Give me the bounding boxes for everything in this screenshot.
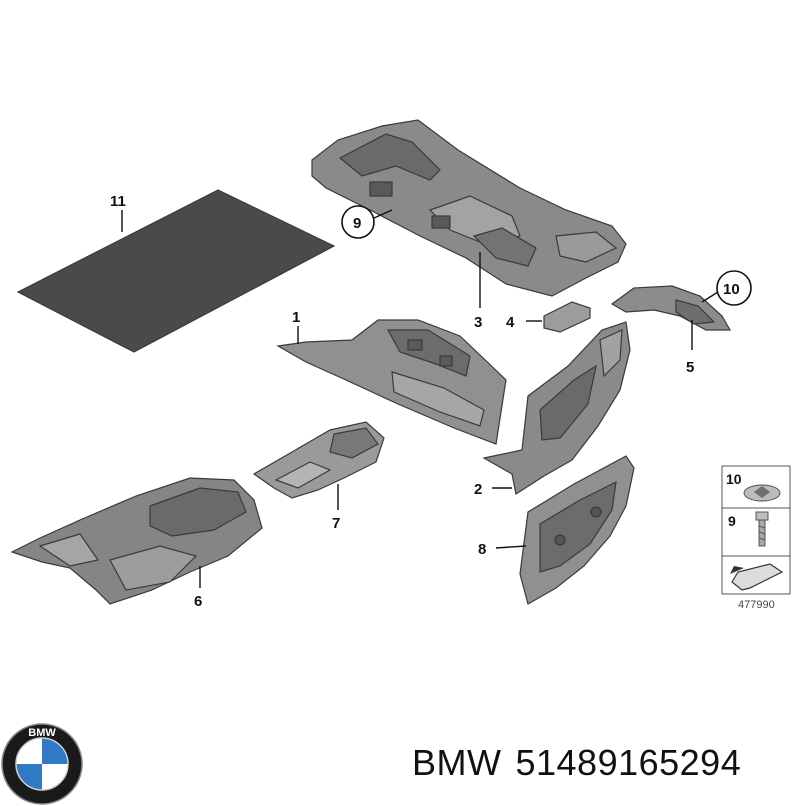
part-5-bracket <box>610 285 732 331</box>
callout-3: 3 <box>474 314 482 331</box>
callout-6: 6 <box>194 593 202 610</box>
part-4-pad <box>543 301 591 333</box>
reference-number: 477990 <box>738 599 775 611</box>
part-3-floor-panel <box>311 119 627 297</box>
legend-row-9-label: 9 <box>728 513 736 529</box>
part-6-floor-insulation <box>10 477 263 605</box>
callout-11: 11 <box>110 193 126 210</box>
svg-text:BMW: BMW <box>28 727 56 739</box>
callout-9-circle <box>341 205 375 239</box>
part-8-door-panel <box>519 455 635 605</box>
leader-10 <box>701 291 719 303</box>
part-2-side-panel <box>482 321 631 495</box>
brand-name: BMW <box>412 742 502 783</box>
part-number: 51489165294 <box>515 742 742 783</box>
callout-5: 5 <box>686 359 694 376</box>
leader-8 <box>495 545 527 549</box>
callout-10: 10 <box>723 281 740 298</box>
callout-9: 9 <box>353 215 361 232</box>
part-caption: BMW 51489165294 <box>412 738 755 788</box>
callout-2: 2 <box>474 481 482 498</box>
legend-row-10-label: 10 <box>726 471 742 487</box>
part-7-heat-shield <box>252 421 385 499</box>
arrow-icon <box>730 563 784 591</box>
leader-9 <box>373 209 393 219</box>
callout-7: 7 <box>332 515 340 532</box>
callout-10-circle <box>716 270 752 306</box>
bmw-logo-icon: BMW <box>1 723 83 805</box>
part-1-insulation <box>276 319 507 445</box>
fastener-legend: 10 9 477990 <box>721 465 791 611</box>
bolt-9-icon <box>755 511 769 547</box>
callout-4: 4 <box>506 314 515 331</box>
callout-8: 8 <box>478 541 486 558</box>
callout-1: 1 <box>292 309 300 326</box>
part-11-mat <box>16 189 336 353</box>
